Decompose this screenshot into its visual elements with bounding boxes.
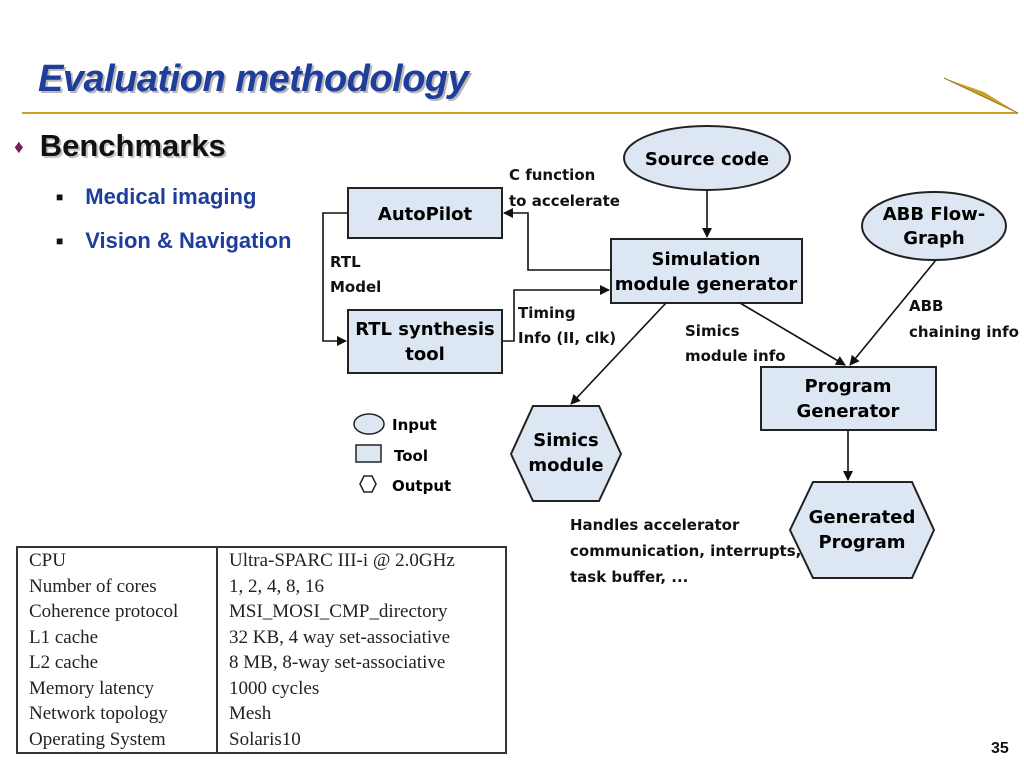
edge-simgen-to-proggen (739, 302, 846, 366)
square-bullet-icon: ■ (56, 234, 64, 248)
label-abb-info-1: ABB (909, 297, 943, 315)
prog-gen-label-2: Generator (797, 401, 900, 422)
source-code-label: Source code (645, 149, 769, 170)
edge-abb-to-proggen (849, 259, 937, 366)
legend-tool-label: Tool (394, 447, 428, 465)
abb-label-2: Graph (903, 228, 965, 249)
abb-label-1: ABB Flow- (883, 204, 986, 225)
simics-label-2: module (528, 455, 603, 476)
generated-program-node: Generated Program (788, 481, 936, 579)
generated-label-1: Generated (809, 507, 916, 528)
legend-input-label: Input (392, 416, 437, 434)
rtl-tool-label-2: tool (405, 344, 445, 365)
abb-flow-graph-node: ABB Flow- Graph (861, 191, 1007, 261)
label-simics-info-1: Simics (685, 322, 740, 340)
legend-output-label: Output (392, 477, 451, 495)
square-bullet-icon: ■ (56, 190, 64, 204)
diagram-edges (322, 190, 937, 481)
edge-simgen-to-autopilot (503, 208, 611, 271)
label-c-function-2: to accelerate (509, 192, 620, 210)
source-code-node: Source code (623, 125, 791, 191)
sub-bullet-label: Vision & Navigation (85, 228, 292, 253)
simics-module-node: Simics module (509, 405, 623, 502)
legend-output-icon (359, 475, 377, 493)
label-timing-1: Timing (518, 304, 576, 322)
label-simics-info-2: module info (685, 347, 786, 365)
label-timing-2: Info (II, clk) (518, 329, 616, 347)
simulation-generator-node: Simulation module generator (610, 238, 803, 304)
accelerator-note: Handles accelerator communication, inter… (570, 516, 802, 586)
label-abb-info-2: chaining info (909, 323, 1019, 341)
sub-bullet-vision: ■ Vision & Navigation (56, 228, 291, 254)
generated-label-2: Program (818, 532, 905, 553)
rtl-tool-label-1: RTL synthesis (355, 319, 495, 340)
label-c-function-1: C function (509, 166, 595, 184)
slide-title: Evaluation methodology (38, 58, 469, 100)
label-rtl-model-1: RTL (330, 253, 361, 271)
simics-label-1: Simics (533, 430, 598, 451)
bullet-benchmarks-label: Benchmarks (39, 128, 226, 163)
autopilot-label: AutoPilot (378, 204, 473, 225)
diamond-bullet-icon: ♦ (14, 137, 24, 158)
sim-gen-label-1: Simulation (652, 249, 761, 270)
sub-bullet-medical: ■ Medical imaging (56, 184, 256, 210)
bullet-benchmarks: ♦ Benchmarks (14, 128, 226, 164)
legend-input-icon (353, 413, 385, 435)
label-rtl-model-2: Model (330, 278, 381, 296)
autopilot-node: AutoPilot (347, 187, 503, 239)
edge-autopilot-to-rtl (322, 212, 348, 346)
rtl-synthesis-node: RTL synthesis tool (347, 309, 503, 374)
diagram-legend: Input Tool Output (353, 413, 451, 495)
sim-gen-label-2: module generator (615, 274, 798, 295)
legend-tool-icon (355, 444, 382, 463)
edge-rtl-to-simgen (502, 285, 610, 342)
sub-bullet-label: Medical imaging (85, 184, 257, 209)
edge-simgen-to-simics (570, 302, 667, 405)
program-generator-node: Program Generator (760, 366, 937, 431)
title-rule (22, 77, 1019, 114)
page-number: 35 (991, 740, 1009, 757)
prog-gen-label-1: Program (804, 376, 891, 397)
